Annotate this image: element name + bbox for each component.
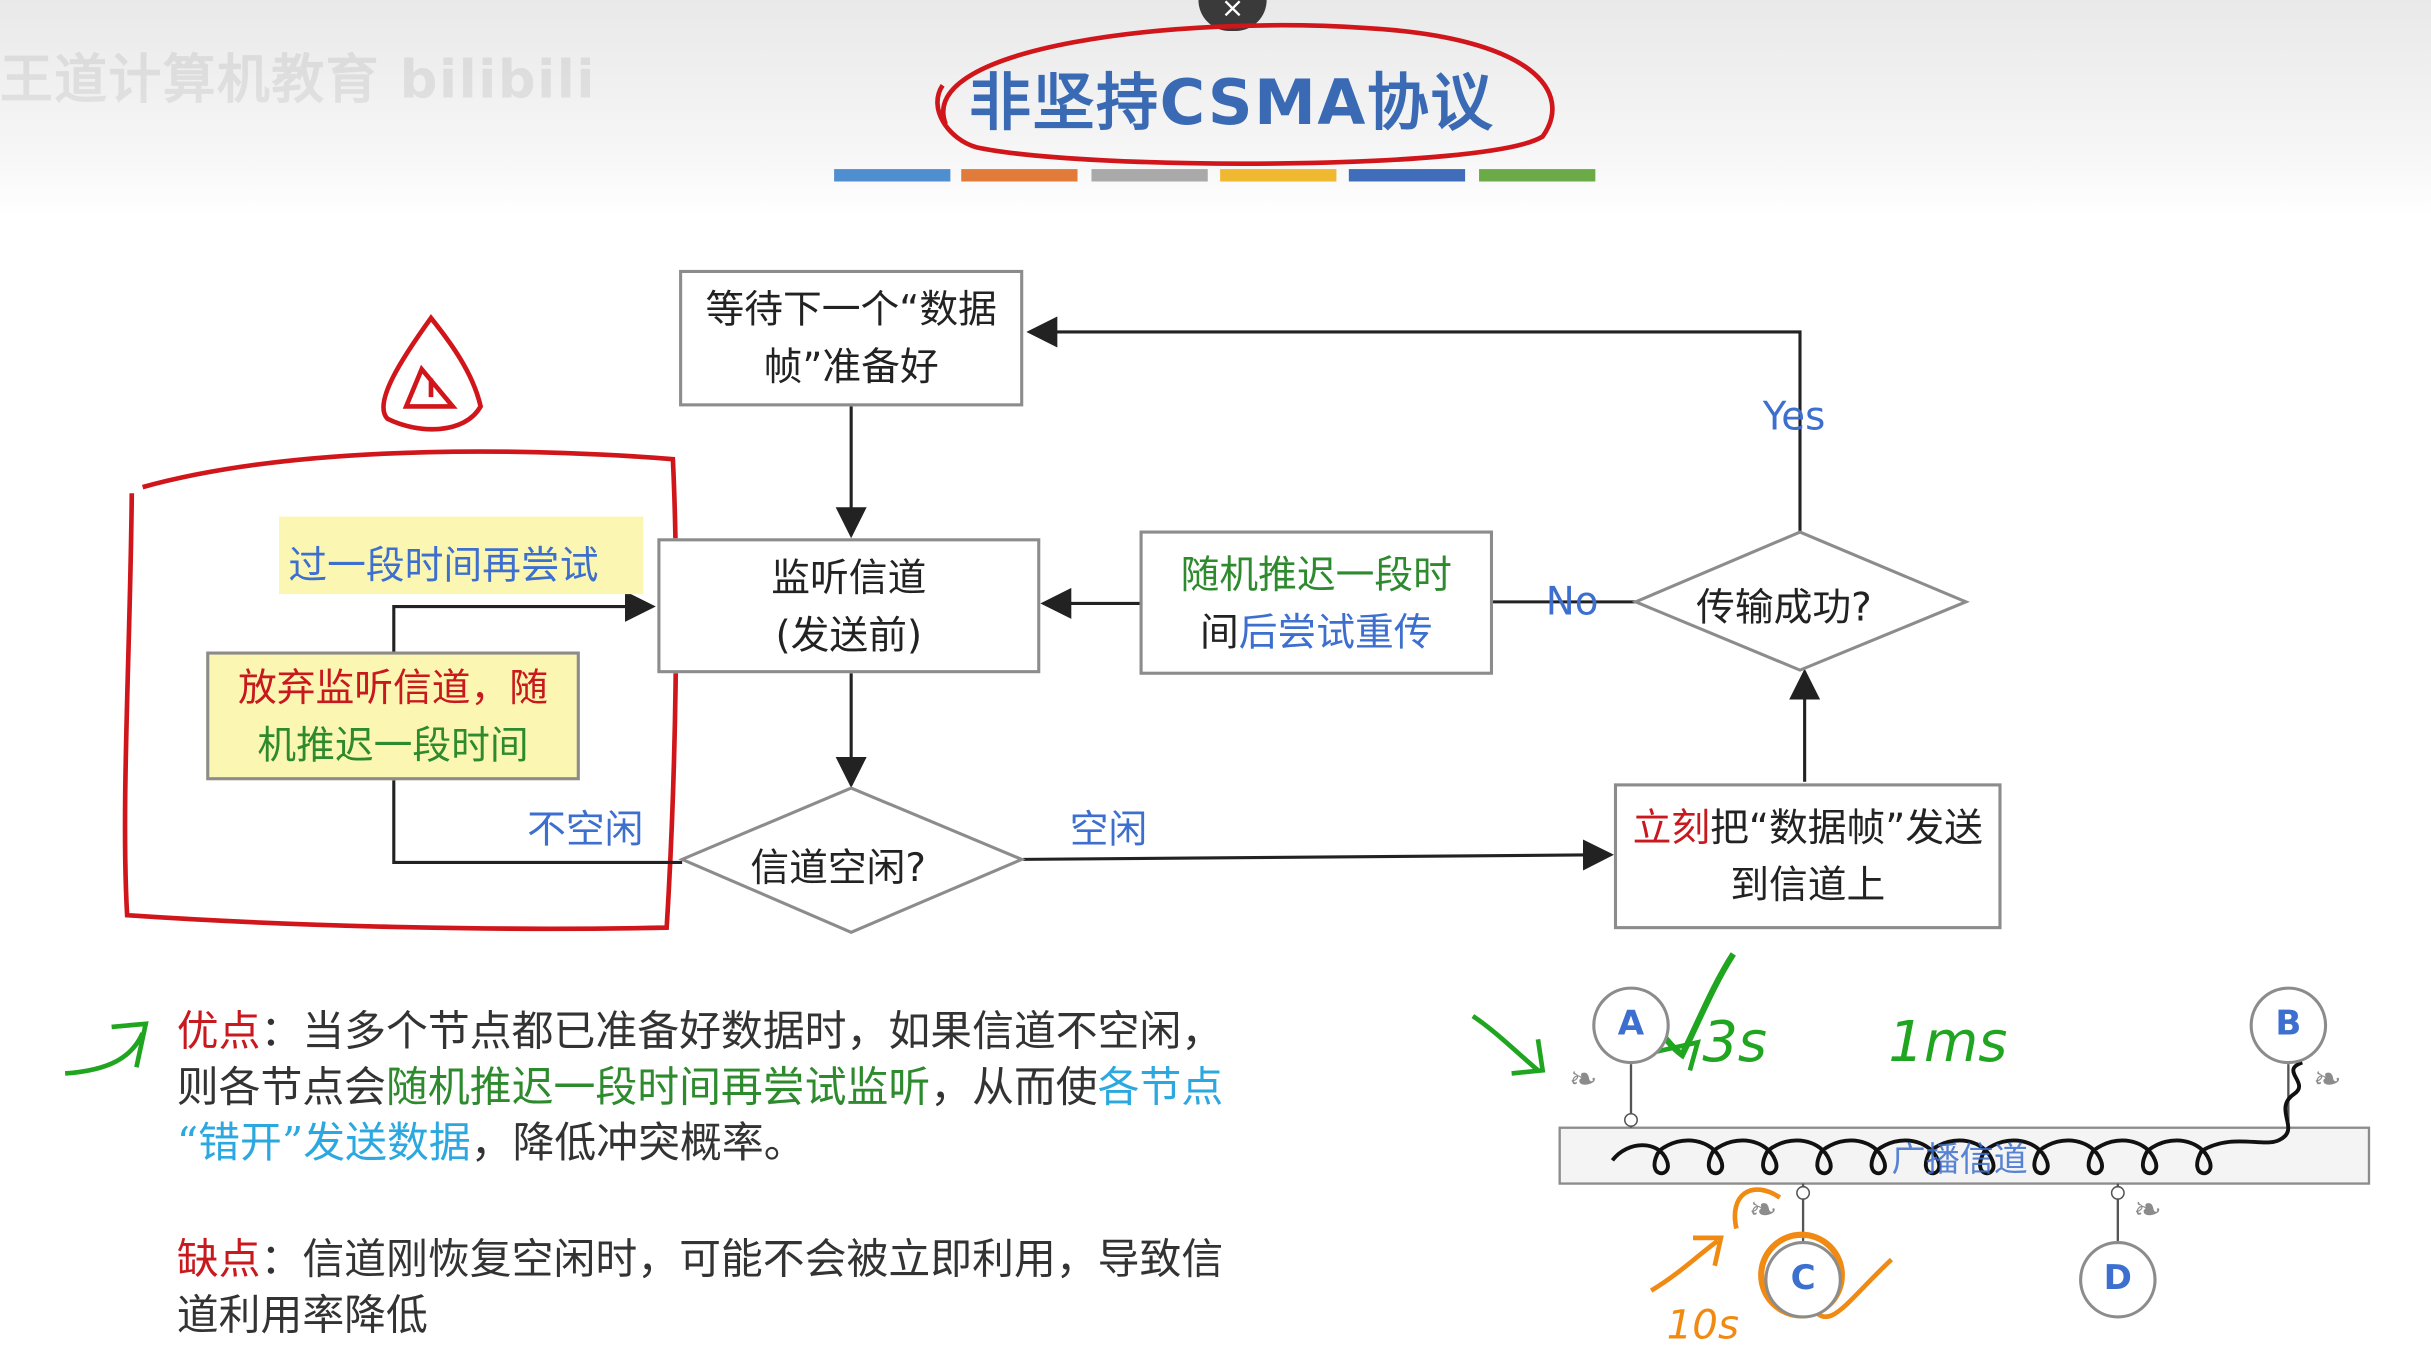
giveup-box-line1: 放弃监听信道，随 (237, 664, 549, 710)
annotation-a-time: 3s (1702, 1011, 1767, 1075)
pros-text2-green: 随机推迟一段时间再尝试监听 (386, 1064, 931, 1113)
pros-text3-cyan: “错开”发送数据 (176, 1119, 471, 1169)
cons-text2: 道利用率降低 (176, 1292, 428, 1341)
page-title: 非坚持CSMA协议 (968, 68, 1495, 140)
cons-colon: ： (260, 1236, 303, 1285)
color-segment (834, 169, 951, 182)
label-idle: 空闲 (1069, 806, 1148, 852)
retry-later-highlight (279, 516, 644, 595)
warning-ink-icon (381, 314, 484, 432)
cons-paragraph: 缺点：信道刚恢复空闲时，可能不会被立即利用，导致信 道利用率降低 (177, 1233, 1417, 1345)
header-band (0, 0, 2431, 218)
node-c-label: C (1790, 1259, 1816, 1299)
listen-box: 监听信道 (发送前) (657, 538, 1041, 674)
green-ink-arrow (64, 1021, 149, 1076)
listen-box-line2: (发送前) (775, 611, 923, 657)
color-segment (1220, 169, 1337, 182)
send-box: 立刻把“数据帧”发送到信道上 (1613, 783, 2002, 930)
label-yes: Yes (1762, 394, 1826, 439)
send-box-prefix: 立刻 (1632, 805, 1711, 851)
cons-text1: 信道刚恢复空闲时，可能不会被立即利用，导致信 (302, 1236, 1224, 1285)
pros-label: 优点 (176, 1008, 261, 1057)
label-busy: 不空闲 (527, 806, 644, 852)
retry-later-label: 过一段时间再尝试 (288, 542, 599, 588)
node-c: C (1764, 1240, 1842, 1319)
node-b: B (2249, 986, 2328, 1065)
listen-box-line1: 监听信道 (771, 554, 927, 600)
color-segment (961, 169, 1078, 182)
ear-icon: ❧ (2133, 1191, 2162, 1231)
cons-label: 缺点 (176, 1236, 261, 1285)
pros-text2b: ，从而使 (930, 1064, 1098, 1113)
giveup-box: 放弃监听信道，随 机推迟一段时间 (206, 651, 580, 781)
node-a-label: A (1617, 1005, 1645, 1044)
node-b-label: B (2275, 1005, 2302, 1044)
success-decision-label: 传输成功? (1696, 584, 1872, 630)
pros-colon: ： (260, 1008, 303, 1057)
ear-icon: ❧ (1748, 1191, 1778, 1231)
color-segment (1348, 169, 1466, 182)
node-d-label: D (2103, 1259, 2132, 1299)
annotation-b-time: 1ms (1888, 1011, 2008, 1075)
color-segment (1479, 169, 1596, 182)
pros-paragraph: 优点：当多个节点都已准备好数据时，如果信道不空闲， 则各节点会随机推迟一段时间再… (177, 1005, 1417, 1173)
bus-label: 广播信道 (1891, 1141, 2028, 1181)
retry-box: 随机推迟一段时 间后尝试重传 (1139, 530, 1494, 675)
pros-text2-cyan: 各节点 (1097, 1064, 1224, 1113)
annotation-c-time: 10s (1666, 1303, 1739, 1350)
pros-text3b: ，降低冲突概率。 (470, 1119, 806, 1169)
idle-decision-shape (678, 786, 1026, 934)
ear-icon: ❧ (2313, 1061, 2342, 1100)
idle-decision-label: 信道空闲? (750, 845, 927, 891)
success-decision-shape (1631, 530, 1970, 672)
retry-box-line1: 随机推迟一段时 (1180, 551, 1452, 597)
watermark: 王道计算机教育 bilibili (0, 49, 597, 112)
send-box-rest: 把“数据帧”发送到信道上 (1710, 805, 1983, 908)
retry-box-line2-dark: 间 (1199, 608, 1239, 654)
node-d: D (2079, 1240, 2157, 1319)
ear-icon: ❧ (1568, 1061, 1598, 1100)
wait-box-label: 等待下一个“数据帧”准备好 (705, 286, 997, 390)
pros-text2a: 则各节点会 (176, 1064, 387, 1113)
bus-scribble (1610, 1060, 2304, 1176)
pros-text1: 当多个节点都已准备好数据时，如果信道不空闲， (302, 1008, 1224, 1057)
red-ink-rectangle (122, 449, 679, 932)
label-no: No (1545, 578, 1599, 624)
node-a: A (1592, 986, 1670, 1065)
giveup-box-line2: 机推迟一段时间 (257, 722, 529, 768)
green-ink-annotation-a (1471, 1014, 1546, 1076)
title-ink-ellipse (935, 22, 1555, 166)
retry-box-line2-blue: 后尝试重传 (1238, 608, 1433, 654)
color-segment (1091, 169, 1208, 182)
bus-bar (1558, 1126, 2371, 1185)
orange-ink-marks (1649, 1187, 1894, 1320)
wait-box: 等待下一个“数据帧”准备好 (679, 269, 1024, 407)
